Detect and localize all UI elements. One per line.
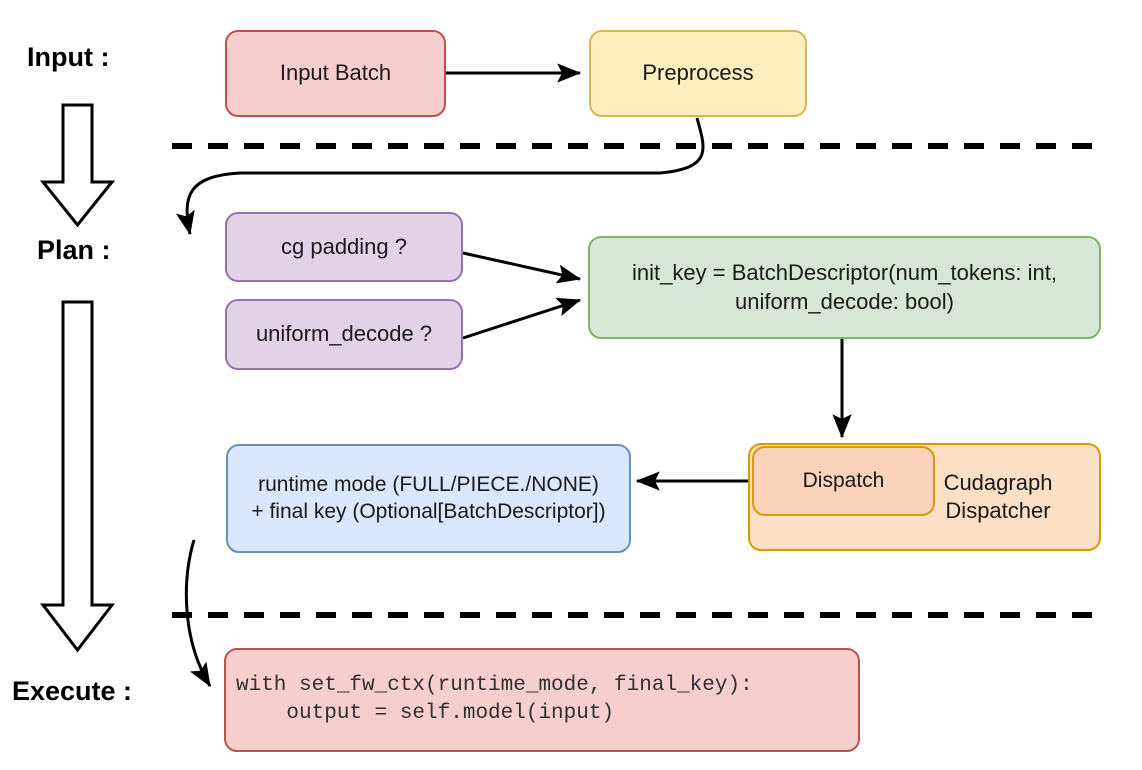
node-execute-code-label: with set_fw_ctx(runtime_mode, final_key)… xyxy=(236,673,753,725)
node-runtime-mode-label: runtime mode (FULL/PIECE./NONE) + final … xyxy=(251,472,606,523)
node-dispatch-label: Dispatch xyxy=(802,468,885,492)
node-uniform-decode[interactable]: uniform_decode ? xyxy=(225,299,463,370)
node-input-batch-label: Input Batch xyxy=(279,60,392,86)
big-arrow-input-to-plan xyxy=(39,103,116,228)
node-init-key[interactable]: init_key = BatchDescriptor(num_tokens: i… xyxy=(588,236,1101,339)
big-arrow-plan-to-execute xyxy=(39,300,116,653)
node-uniform-decode-label: uniform_decode ? xyxy=(255,321,433,347)
node-cg-padding-label: cg padding ? xyxy=(281,233,407,259)
edge-runtime-mode-to-execute-code xyxy=(184,539,212,688)
node-init-key-label: init_key = BatchDescriptor(num_tokens: i… xyxy=(632,260,1057,314)
node-cg-padding[interactable]: cg padding ? xyxy=(225,212,463,282)
edge-cg-padding-to-init-key xyxy=(462,251,582,284)
node-preprocess[interactable]: Preprocess xyxy=(589,30,807,117)
edge-uniform-decode-to-init-key xyxy=(462,297,582,340)
node-dispatch[interactable]: Dispatch xyxy=(752,446,935,516)
node-preprocess-label: Preprocess xyxy=(642,60,754,86)
node-execute-code[interactable]: with set_fw_ctx(runtime_mode, final_key)… xyxy=(224,648,860,752)
stage-label-plan: Plan : xyxy=(37,235,111,265)
stage-label-input: Input : xyxy=(27,42,110,72)
stage-label-execute: Execute : xyxy=(12,676,133,706)
node-cudagraph-dispatcher-label: Cudagraph Dispatcher xyxy=(943,469,1053,523)
node-input-batch[interactable]: Input Batch xyxy=(225,30,446,117)
node-runtime-mode[interactable]: runtime mode (FULL/PIECE./NONE) + final … xyxy=(226,444,631,553)
